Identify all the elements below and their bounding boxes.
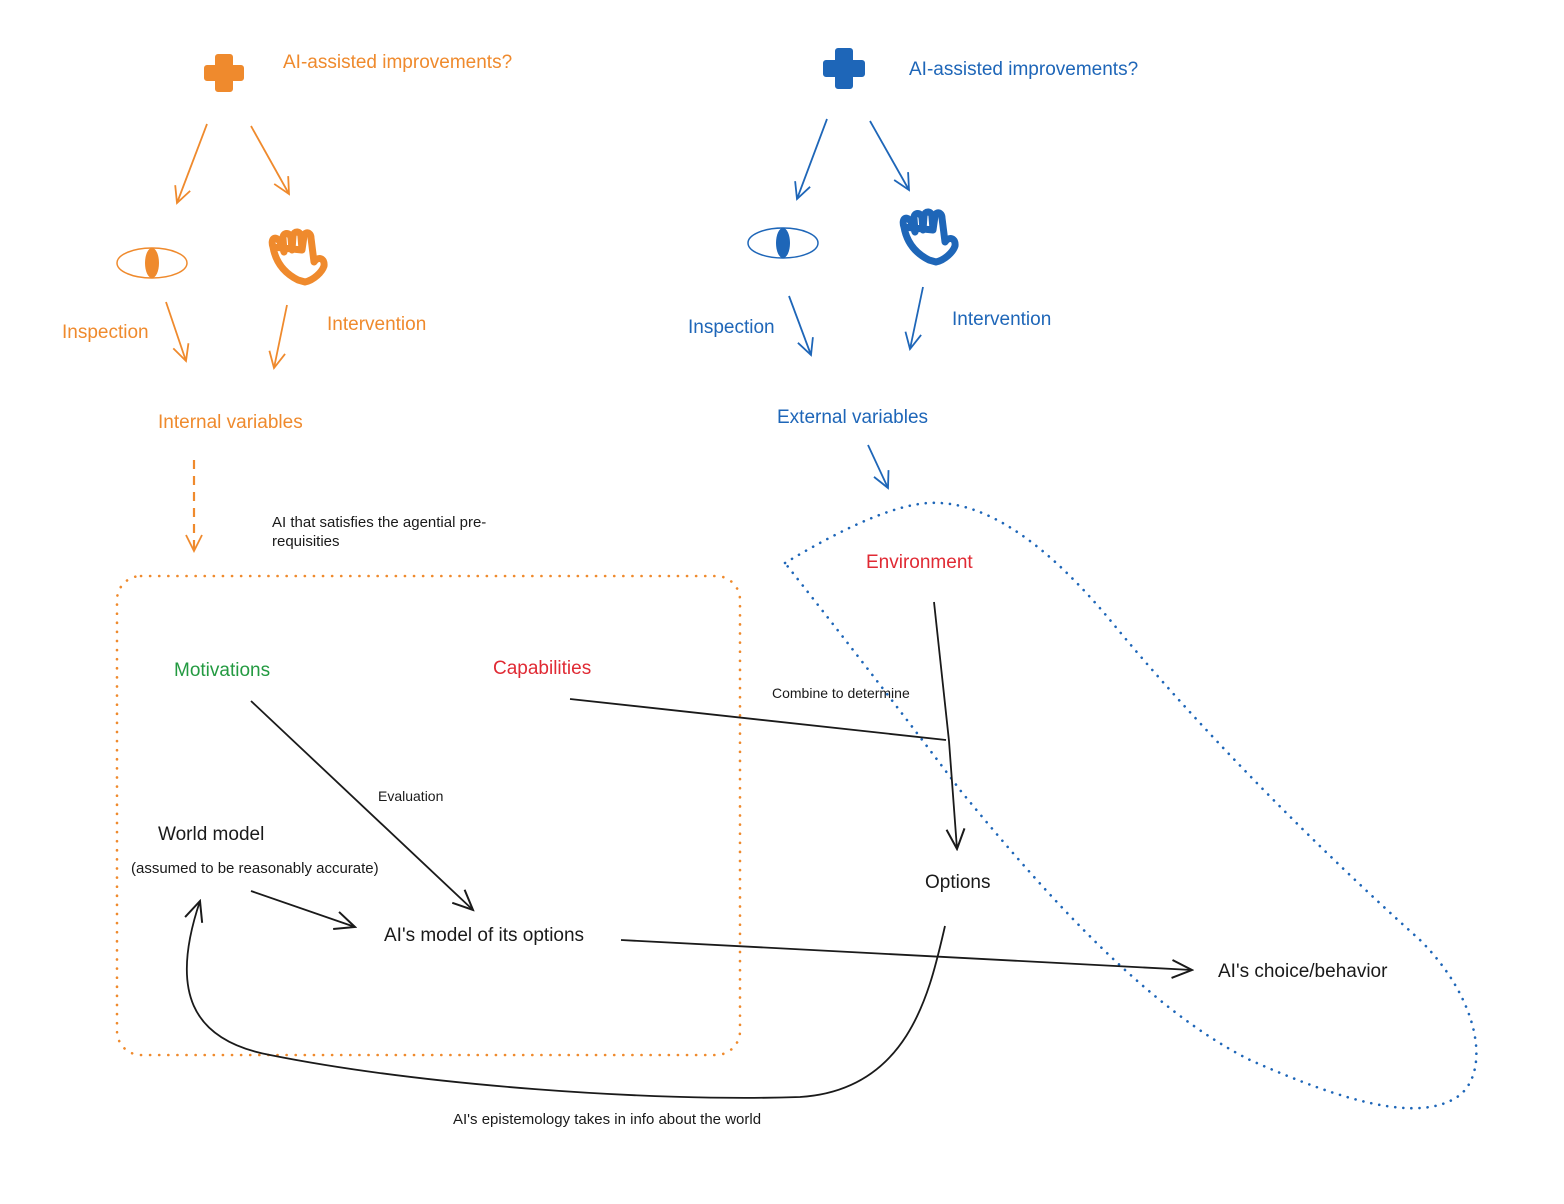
options-label: Options (925, 872, 991, 893)
evaluation-label: Evaluation (378, 788, 444, 804)
arrow-external-to-environment (867, 444, 888, 488)
arrow-worldmodel-to-model (250, 890, 355, 927)
agent-box (115, 574, 742, 1057)
capabilities-label: Capabilities (493, 658, 592, 679)
arrow-capabilities-combine (569, 698, 947, 741)
arrow-environment-to-options (933, 601, 957, 849)
environment-region (783, 501, 1478, 1110)
arrow-intervention-right (910, 286, 924, 349)
motivations-label: Motivations (174, 660, 271, 681)
agent-box-caption-line1: AI that satisfies the agential pre- (272, 514, 487, 531)
right-inspection-label: Inspection (688, 317, 775, 338)
arrow-plus-to-hand-left (250, 125, 289, 194)
left-branch-title: AI-assisted improvements? (283, 52, 513, 73)
world-model-label: World model (158, 824, 265, 845)
left-intervention-label: Intervention (327, 314, 427, 335)
left-eye-icon (116, 247, 188, 279)
left-plus-icon (204, 54, 244, 92)
arrow-feedback-options-to-worldmodel (187, 901, 946, 1099)
arrow-model-to-choice (620, 939, 1192, 970)
right-intervention-label: Intervention (952, 309, 1052, 330)
environment-label: Environment (866, 552, 973, 573)
left-inspection-label: Inspection (62, 322, 149, 343)
right-eye-icon (747, 227, 819, 259)
agent-box-caption-line2: requisities (272, 533, 340, 550)
external-variables-label: External variables (777, 407, 929, 428)
combine-label: Combine to determine (772, 685, 910, 701)
left-hand-icon (268, 228, 328, 286)
model-of-options-label: AI's model of its options (384, 925, 585, 946)
arrow-inspection-left (165, 301, 186, 361)
arrow-inspection-right (788, 295, 811, 355)
right-hand-icon (899, 208, 959, 266)
arrow-plus-to-eye-left (177, 123, 208, 203)
internal-variables-label: Internal variables (158, 412, 303, 433)
feedback-label: AI's epistemology takes in info about th… (453, 1111, 762, 1128)
arrow-motivations-to-model (250, 700, 473, 910)
arrow-plus-to-eye-right (797, 118, 828, 199)
arrow-plus-to-hand-right (869, 120, 909, 190)
world-model-note: (assumed to be reasonably accurate) (131, 860, 379, 877)
right-plus-icon (823, 48, 865, 89)
choice-behavior-label: AI's choice/behavior (1218, 961, 1388, 982)
arrow-intervention-left (274, 304, 288, 368)
right-branch-title: AI-assisted improvements? (909, 59, 1139, 80)
